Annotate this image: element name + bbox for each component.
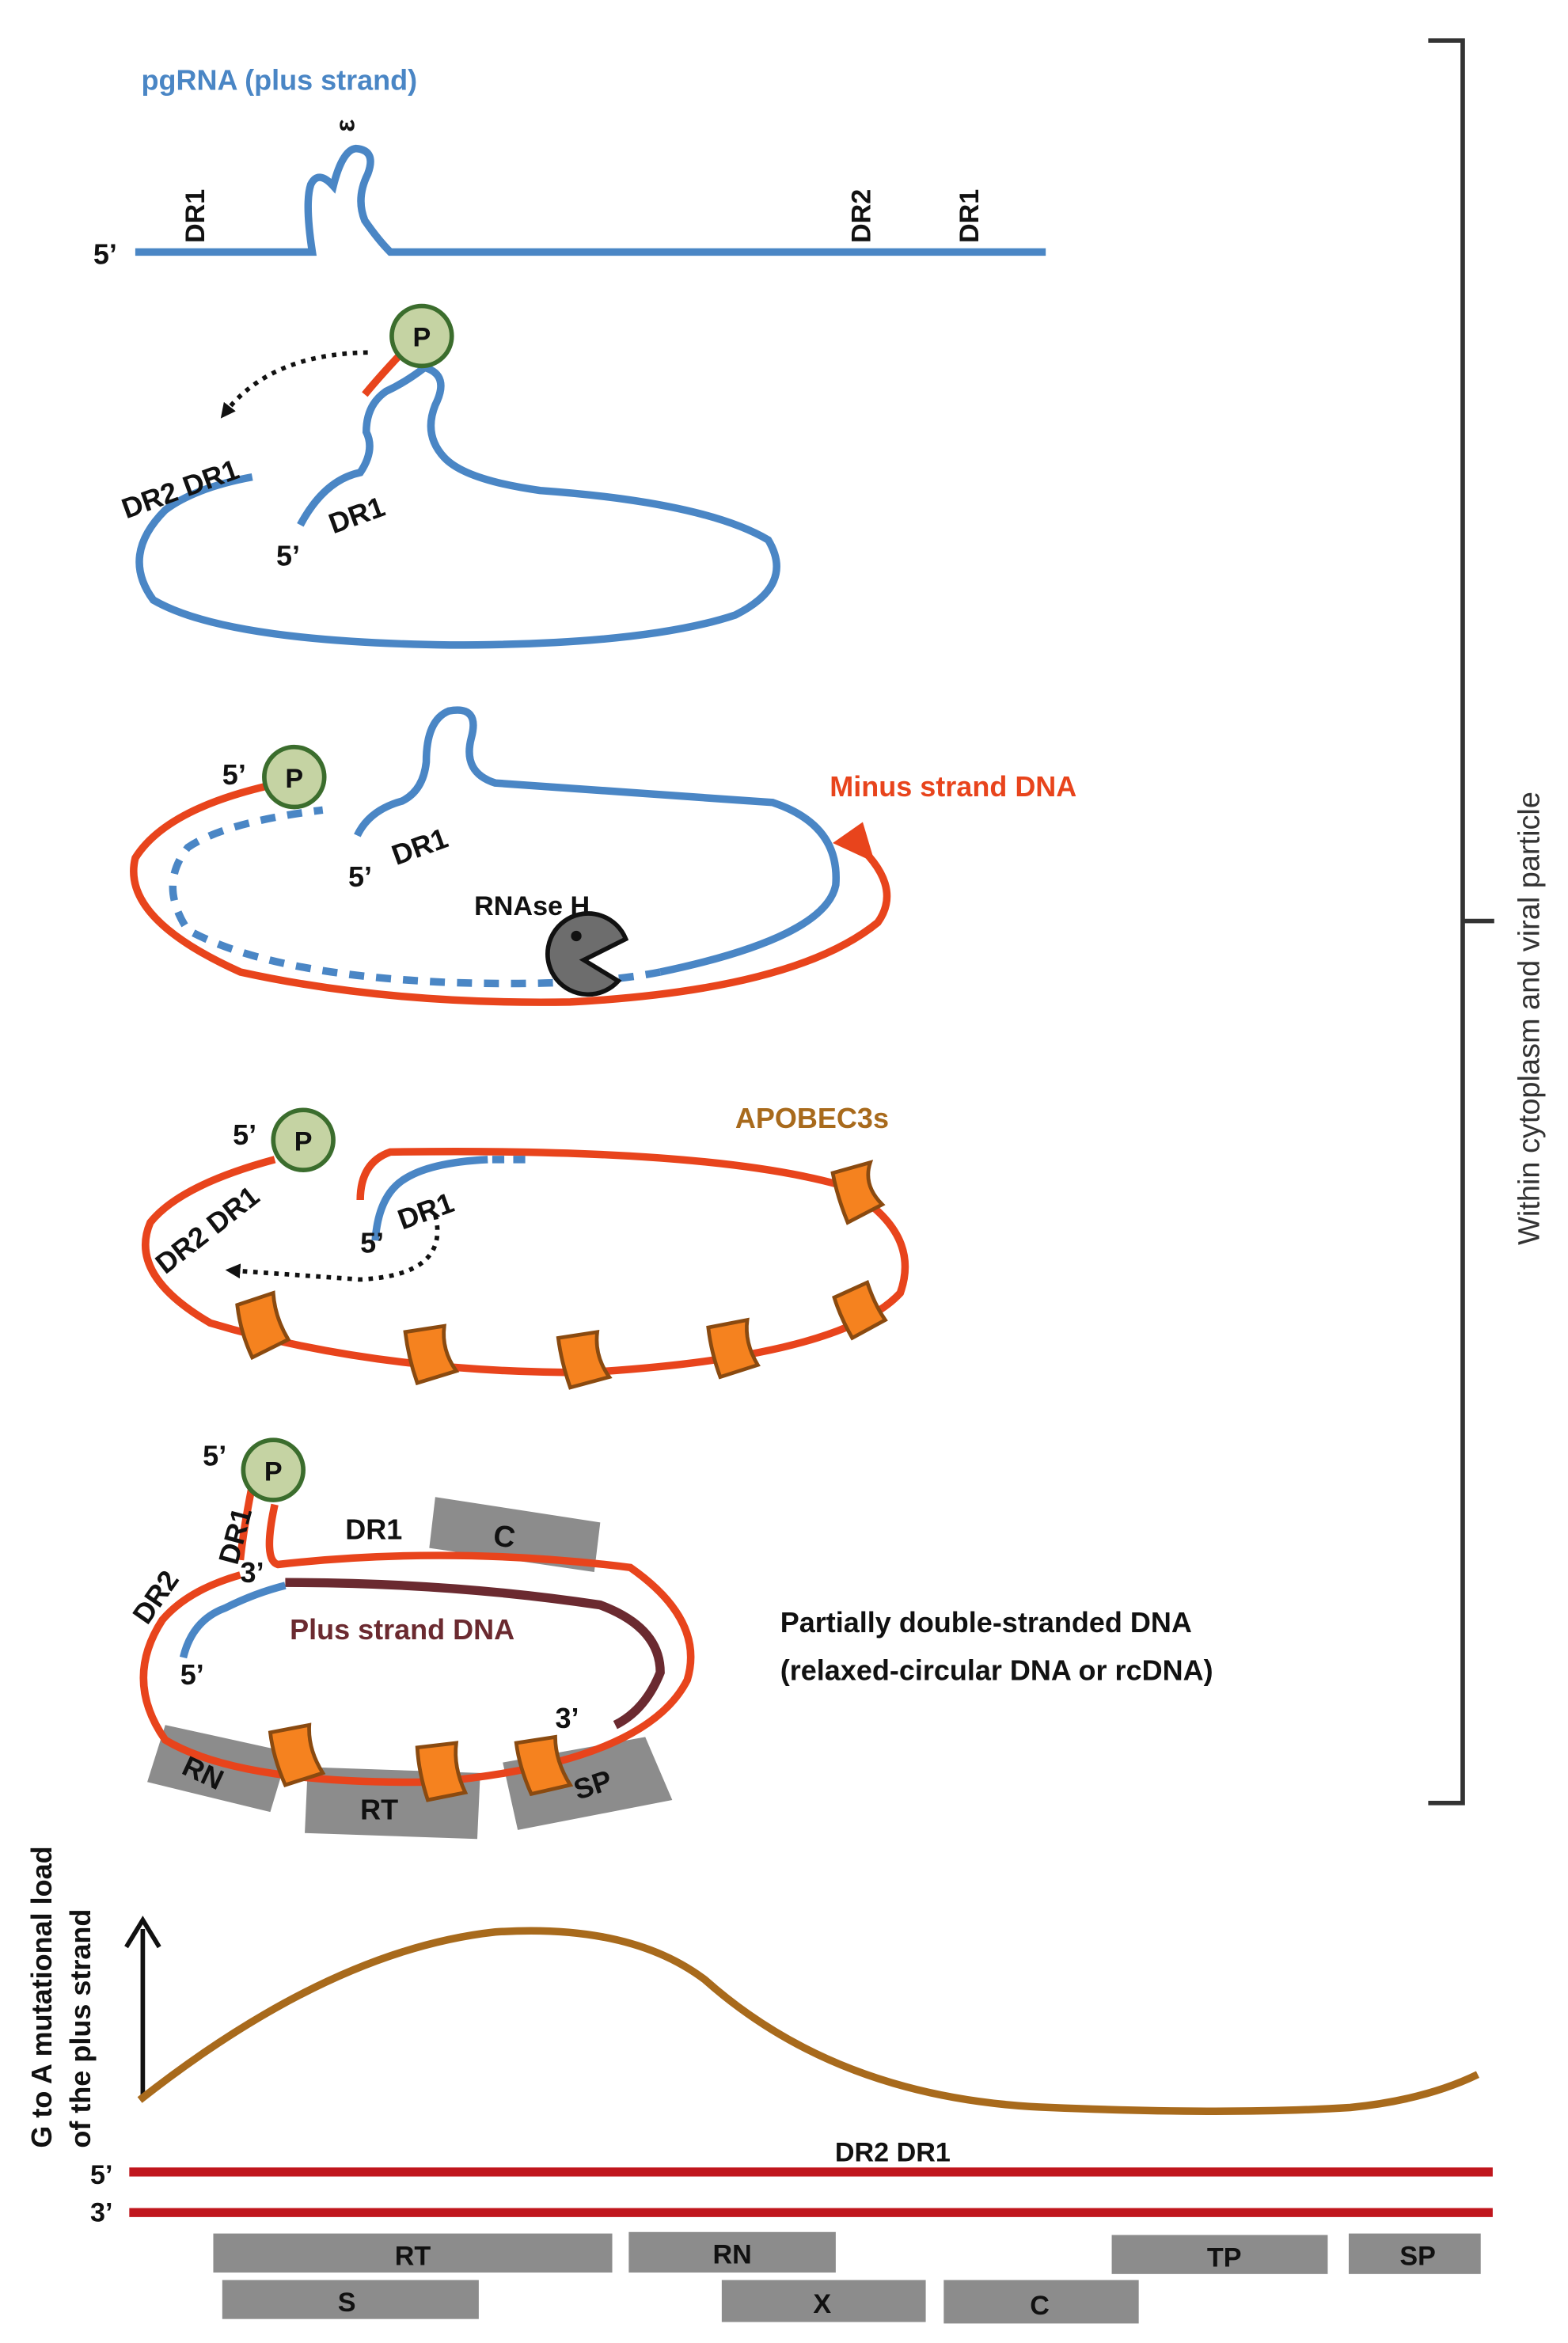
step5-dr1-top: DR1	[345, 1513, 402, 1545]
gene-x-label: X	[813, 2289, 831, 2319]
step5-minus-tail	[236, 1484, 256, 1561]
pgrna-dr1-right: DR1	[955, 189, 985, 243]
gene-rt-box	[213, 2233, 613, 2273]
pgrna-five-prime: 5’	[93, 238, 117, 271]
step5-plus-label: Plus strand DNA	[290, 1613, 514, 1646]
gene-tp-label: TP	[1207, 2242, 1242, 2273]
apobec3-icon	[403, 1323, 460, 1386]
step3-rna-degraded	[169, 806, 662, 988]
gene-c-label: C	[1030, 2291, 1050, 2321]
rnase-h-pacman-icon	[545, 911, 629, 997]
gene-sp-label: SP	[1399, 2241, 1436, 2271]
step3-five-prime: 5’	[348, 860, 372, 893]
step3-minus-dna	[130, 782, 891, 1006]
step2-transfer-arrow	[220, 350, 368, 419]
rcdna-desc-line1: Partially double-stranded DNA	[780, 1606, 1192, 1639]
apobec3-icon	[268, 1722, 326, 1787]
step5-rna-primer	[179, 1582, 287, 1659]
step3-rna-solid	[354, 706, 840, 976]
rcdna-desc-line2: (relaxed-circular DNA or rcDNA)	[780, 1654, 1213, 1686]
right-bracket: Within cytoplasm and viral particle	[1428, 38, 1547, 1806]
step2-p-label: P	[412, 323, 431, 353]
apobec3-icon	[514, 1734, 574, 1797]
step4-dr2dr1: DR2 DR1	[149, 1179, 265, 1280]
step5-three-prime-right: 3’	[556, 1702, 579, 1734]
step4-p-label: P	[294, 1126, 313, 1156]
mutational-load-panel: G to A mutational load of the plus stran…	[25, 1846, 1493, 2324]
gene-sp-box	[1348, 2233, 1481, 2274]
apobec3-icon	[706, 1317, 761, 1380]
genome-dr-label: DR2 DR1	[835, 2138, 951, 2168]
protein-p-icon	[389, 303, 454, 369]
step2-priming: P DR2 DR1 5’ DR1	[117, 303, 780, 649]
genome-three-prime: 3’	[90, 2198, 112, 2228]
step5-five-prime-p: 5’	[203, 1439, 226, 1471]
step5-three-prime-top: 3’	[241, 1556, 264, 1589]
step4-dr1: DR1	[393, 1186, 458, 1236]
bracket-label: Within cytoplasm and viral particle	[1513, 792, 1547, 1245]
step5-domain-c: C	[492, 1519, 518, 1555]
step2-rna-circle	[135, 363, 780, 649]
step3-minus-synthesis: P 5’ 5’ DR1 RNAse H Minus strand DNA	[130, 706, 1076, 1006]
step1-pgrna: pgRNA (plus strand) 5’ ε DR1 DR2 DR1	[93, 64, 1046, 271]
apobec3-icon	[556, 1329, 613, 1390]
pacman-eye-icon	[571, 930, 582, 942]
step2-dr2dr1: DR2 DR1	[117, 453, 243, 525]
step4-five-prime: 5’	[360, 1226, 384, 1259]
step5-rcdna: C P 5’ DR1 DR2 3’ DR1 Plus strand DNA 5’…	[126, 1437, 1213, 1840]
step2-minus-primer	[362, 351, 404, 397]
step4-plus-rna	[371, 1156, 488, 1241]
pgrna-dr2: DR2	[846, 189, 876, 243]
pgrna-title: pgRNA (plus strand)	[141, 64, 417, 97]
step3-minus-label: Minus strand DNA	[830, 770, 1076, 803]
pgrna-strand	[135, 144, 1046, 256]
step5-apobec-markers	[268, 1722, 574, 1802]
step5-five-prime-left: 5’	[180, 1658, 204, 1691]
step2-dr1: DR1	[325, 490, 389, 540]
step4-apobec-label: APOBEC3s	[735, 1102, 889, 1134]
step5-minus-dna	[139, 1503, 695, 1787]
mutational-load-curve	[137, 1927, 1480, 2115]
genome-five-prime: 5’	[90, 2160, 112, 2190]
step4-five-prime-p: 5’	[233, 1118, 256, 1151]
gene-x-box	[721, 2280, 926, 2322]
protein-p-icon	[241, 1437, 306, 1502]
step5-dr2-vertical: DR2	[126, 1564, 185, 1630]
gene-c-box	[943, 2280, 1139, 2324]
protein-p-icon	[271, 1107, 336, 1172]
step5-plus-dna	[285, 1578, 665, 1730]
protein-p-icon	[262, 744, 327, 810]
apobec3-icon	[832, 1279, 888, 1341]
step4-transfer-arrow	[225, 1214, 440, 1282]
bracket-shape	[1428, 38, 1494, 1806]
step4-minus-dna	[142, 1148, 909, 1377]
gene-rn-label: RN	[712, 2240, 751, 2270]
pgrna-dr1-left: DR1	[180, 189, 211, 243]
mutational-ylabel-1: G to A mutational load	[25, 1846, 58, 2147]
step3-p-label: P	[285, 764, 303, 794]
gene-tp-box	[1111, 2235, 1328, 2274]
apobec-markers	[235, 1160, 888, 1390]
step4-apobec: P 5’ DR2 DR1 5’ DR1 APOBEC3s	[142, 1102, 909, 1390]
step2-five-prime: 5’	[276, 539, 300, 572]
gene-rt-label: RT	[395, 2241, 431, 2271]
step3-dr1: DR1	[387, 822, 452, 872]
apobec3-icon	[235, 1290, 291, 1361]
gene-s-box	[222, 2280, 479, 2319]
epsilon-label: ε	[331, 120, 361, 132]
step5-p-label: P	[264, 1456, 283, 1487]
step3-minus-arrowhead	[833, 822, 875, 863]
apobec3-icon	[830, 1160, 886, 1225]
arrow-up-head	[124, 1916, 161, 1949]
gene-rn-box	[628, 2231, 836, 2273]
apobec3-icon	[415, 1741, 469, 1802]
gene-s-label: S	[338, 2288, 356, 2318]
step5-rt: RT	[360, 1794, 398, 1826]
step3-five-prime-p: 5’	[222, 758, 246, 791]
mutational-ylabel-2: of the plus strand	[64, 1909, 97, 2148]
